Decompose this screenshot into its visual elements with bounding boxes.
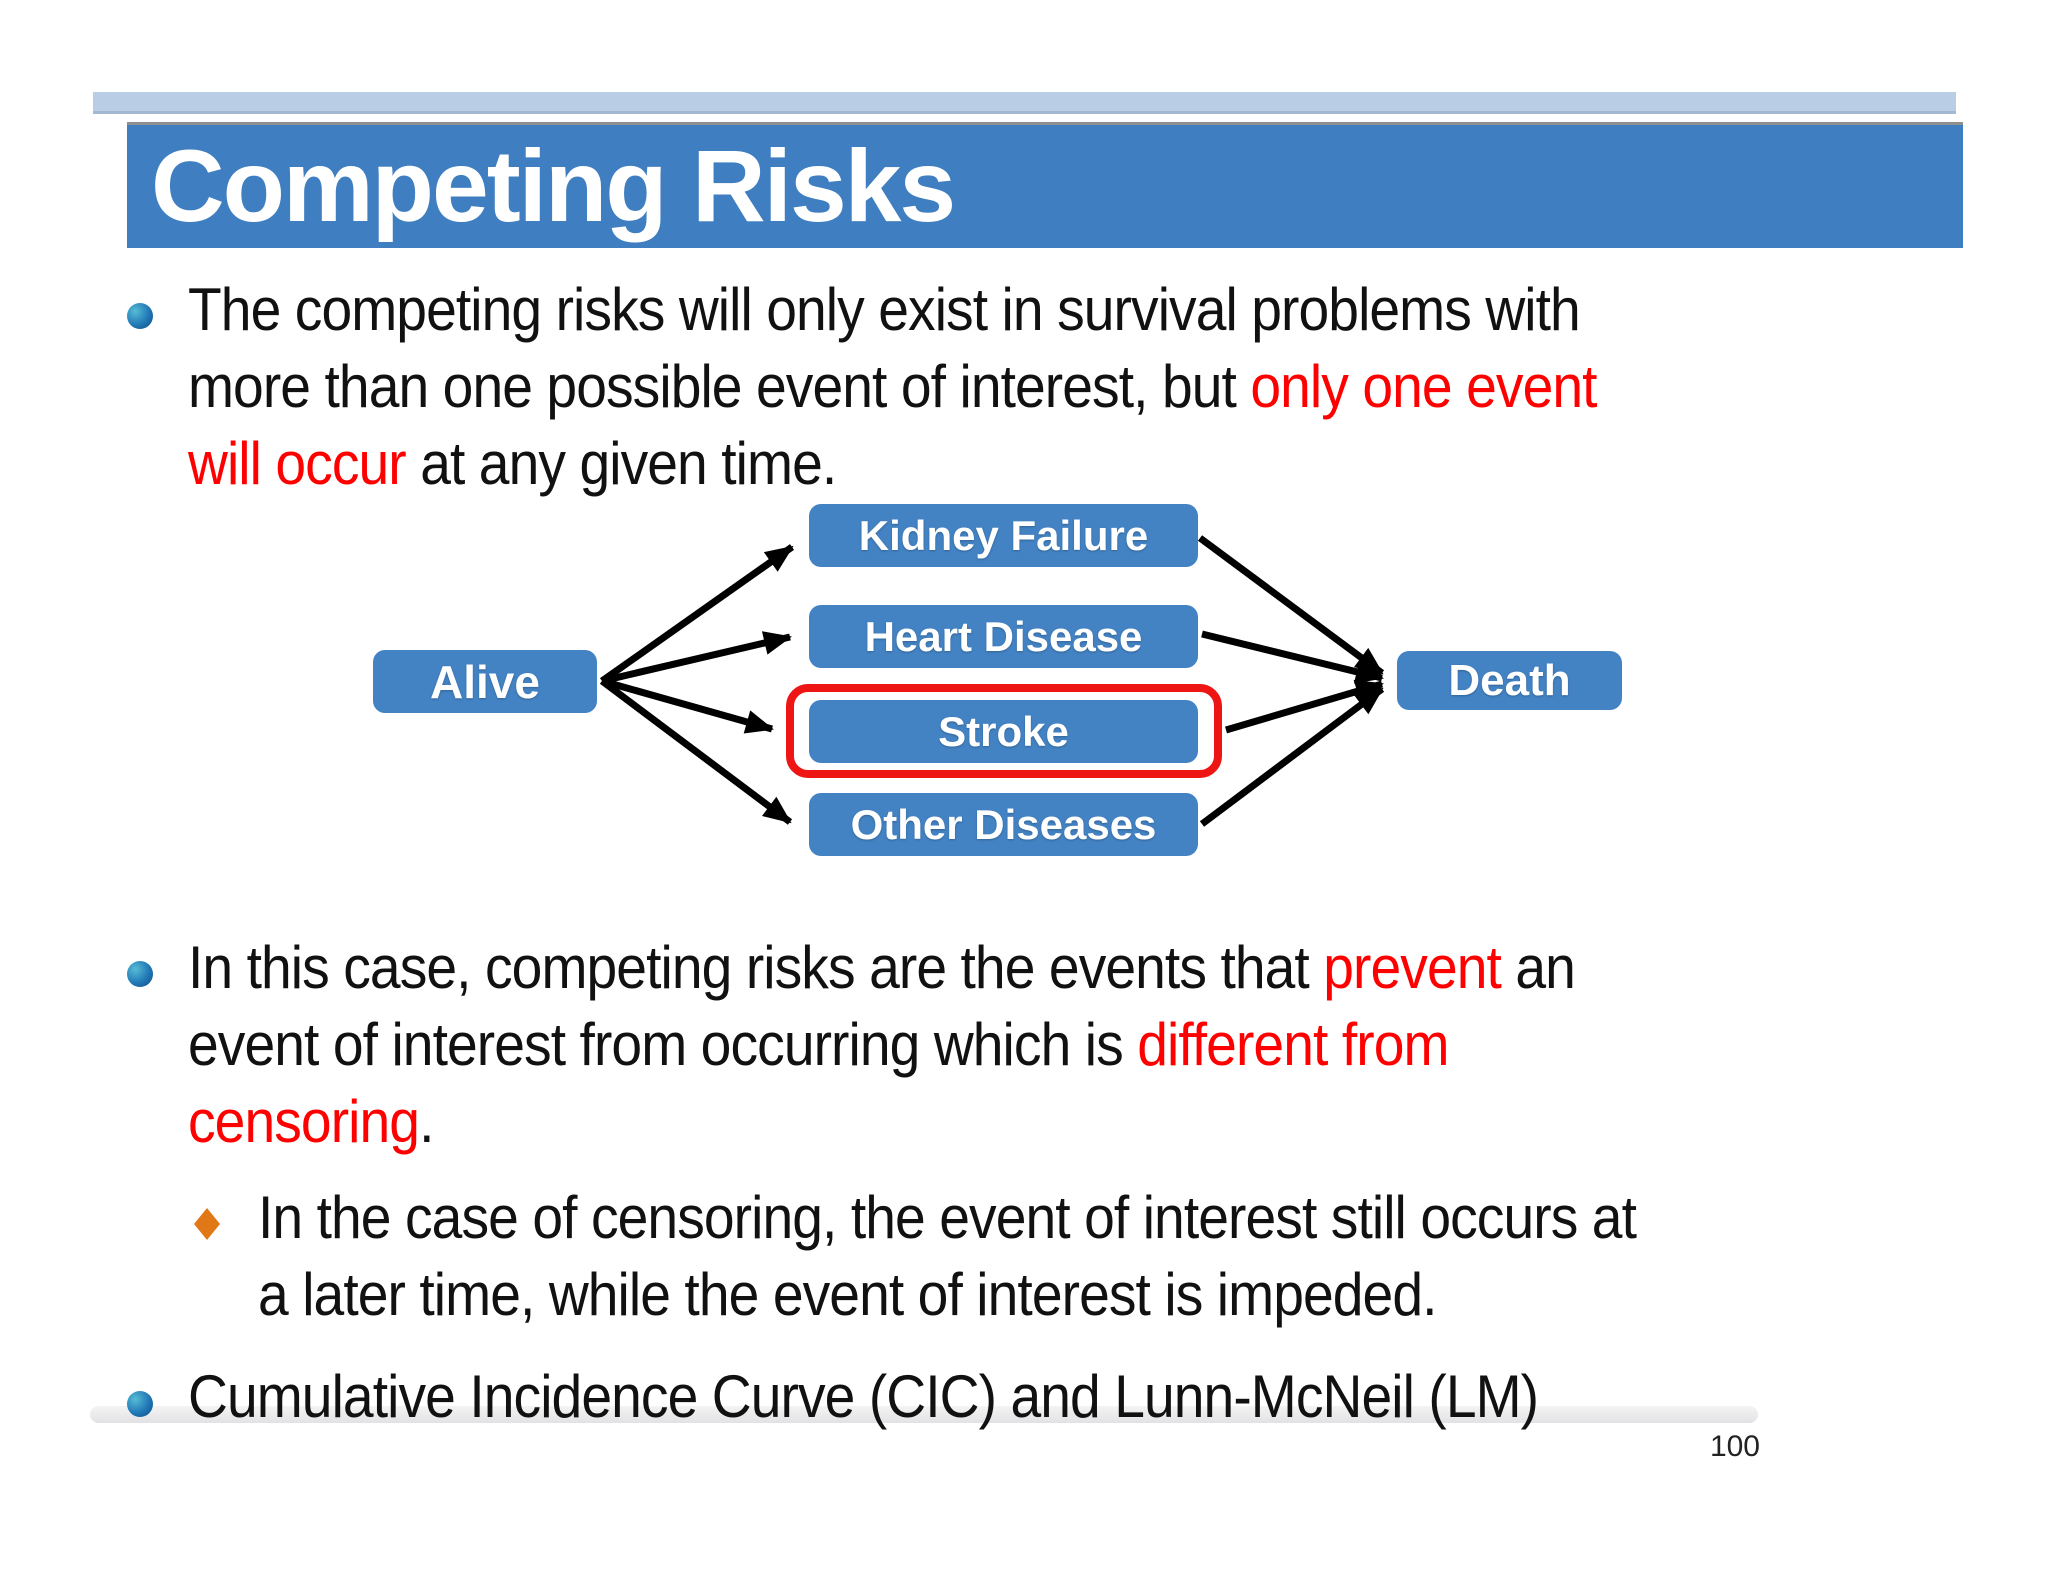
title-bar: Competing Risks xyxy=(127,122,1963,248)
bullet1-red-text: will occur xyxy=(188,430,407,497)
top-accent-bar xyxy=(93,92,1956,114)
bullet2-line3: censoring. xyxy=(188,1083,434,1160)
subbullet-text: In the case of censoring, the event of i… xyxy=(258,1184,1637,1251)
bullet-dot-icon xyxy=(127,1391,153,1417)
bullet2-line1: In this case, competing risks are the ev… xyxy=(188,929,1576,1006)
bullet-dot-icon xyxy=(127,961,153,987)
arrow-kidney-to-death xyxy=(1197,535,1385,676)
bullet1-red-text: only one event xyxy=(1250,353,1597,420)
bullet2-text: an xyxy=(1500,934,1576,1001)
node-death: Death xyxy=(1397,651,1622,710)
bullet2-red-text: censoring xyxy=(188,1088,420,1155)
arrow-alive-to-other xyxy=(599,678,793,825)
bullet2-red-text: different from xyxy=(1137,1011,1449,1078)
bullet1-text: The competing risks will only exist in s… xyxy=(188,276,1581,343)
bullet2-text: event of interest from occurring which i… xyxy=(188,1011,1138,1078)
node-stroke: Stroke xyxy=(809,700,1198,763)
subbullet-line2: a later time, while the event of interes… xyxy=(258,1256,1437,1333)
bullet-dot-icon xyxy=(127,303,153,329)
arrow-alive-to-kidney xyxy=(599,544,795,684)
subbullet-line1: In the case of censoring, the event of i… xyxy=(258,1179,1637,1256)
arrow-stroke-to-death xyxy=(1225,679,1384,734)
node-other-label: Other Diseases xyxy=(850,800,1157,848)
node-heart-label: Heart Disease xyxy=(864,612,1143,660)
bullet1-line3: will occur at any given time. xyxy=(188,425,837,502)
bullet1-text: more than one possible event of interest… xyxy=(188,353,1251,420)
stroke-highlight-outline xyxy=(786,684,1222,778)
bullet2-line2: event of interest from occurring which i… xyxy=(188,1006,1449,1083)
diamond-bullet-icon xyxy=(194,1208,220,1240)
bullet1-text: at any given time. xyxy=(405,430,837,497)
arrow-alive-to-heart xyxy=(601,631,792,685)
node-alive: Alive xyxy=(373,650,597,713)
footer-divider xyxy=(90,1406,1758,1423)
node-kidney-label: Kidney Failure xyxy=(858,511,1149,559)
arrow-alive-to-stroke xyxy=(601,677,774,734)
bullet2-red-text: prevent xyxy=(1323,934,1502,1001)
bullet2-text: . xyxy=(419,1088,434,1155)
arrow-heart-to-death xyxy=(1201,630,1384,684)
node-death-label: Death xyxy=(1448,655,1571,705)
node-stroke-label: Stroke xyxy=(938,707,1069,755)
bullet3-text: Cumulative Incidence Curve (CIC) and Lun… xyxy=(188,1363,1539,1430)
subbullet-text: a later time, while the event of interes… xyxy=(258,1261,1437,1328)
node-kidney-failure: Kidney Failure xyxy=(809,504,1198,567)
node-other-diseases: Other Diseases xyxy=(809,793,1198,856)
arrow-other-to-death xyxy=(1199,686,1385,827)
node-heart-disease: Heart Disease xyxy=(809,605,1198,668)
bullet1-line2: more than one possible event of interest… xyxy=(188,348,1597,425)
bullet2-text: In this case, competing risks are the ev… xyxy=(188,934,1324,1001)
node-alive-label: Alive xyxy=(430,655,540,708)
bullet1-line1: The competing risks will only exist in s… xyxy=(188,271,1581,348)
bullet3-line1: Cumulative Incidence Curve (CIC) and Lun… xyxy=(188,1358,1539,1435)
page-title: Competing Risks xyxy=(151,129,956,243)
page-number: 100 xyxy=(1709,1430,1760,1463)
